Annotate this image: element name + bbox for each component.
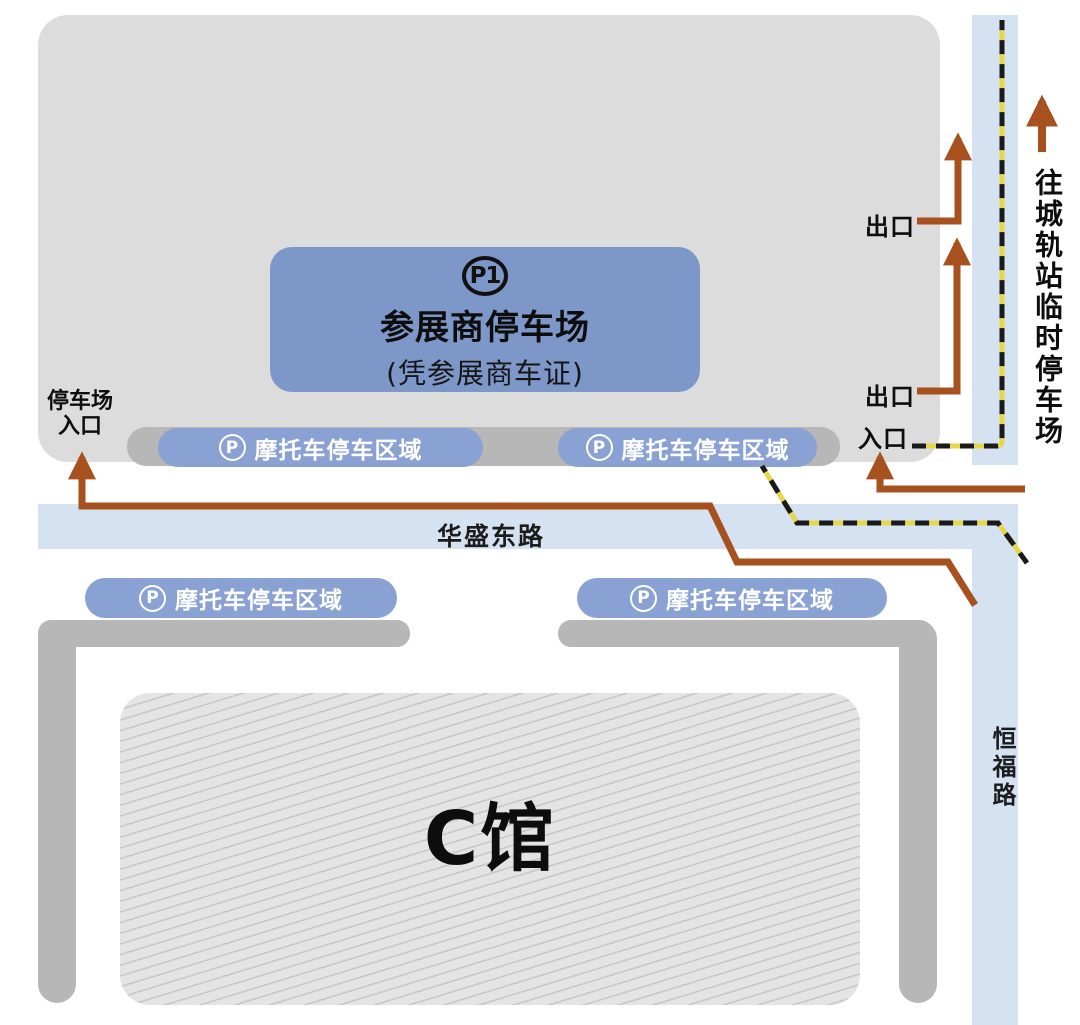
hengfu-road-south-segment	[972, 504, 1018, 1025]
lot-entrance-line1: 停车场	[46, 389, 113, 414]
hall-c-building: C馆	[120, 693, 860, 1005]
hengfu-road-north-segment	[972, 15, 1018, 465]
motorcycle-zone-pill-3: P 摩托车停车区域	[85, 578, 397, 618]
huasheng-east-road-label: 华盛东路	[437, 522, 546, 551]
motorcycle-zone-label: 摩托车停车区域	[254, 437, 423, 464]
hall-c-label: C馆	[423, 795, 557, 882]
hall-c-wall-left	[38, 620, 76, 1003]
rail-lot-note: 往城轨站临时停车场	[1031, 168, 1064, 447]
motorcycle-zone-pill-2: P 摩托车停车区域	[558, 428, 817, 467]
hall-c-wall-right	[899, 620, 937, 1003]
hall-c-wall-top-left	[38, 620, 410, 647]
exhibitor-lot-subtitle: (凭参展商车证)	[386, 357, 584, 390]
entrance-label: 入口	[858, 425, 908, 453]
lot-entrance-label: 停车场 入口	[40, 389, 120, 439]
parking-icon-letter: P	[225, 437, 239, 458]
exit-label-top: 出口	[865, 213, 915, 241]
parking-icon: P	[585, 434, 613, 461]
motorcycle-zone-label: 摩托车停车区域	[175, 588, 343, 614]
parking-icon-letter: P	[637, 588, 650, 608]
p1-badge-text: P1	[469, 263, 502, 289]
parking-icon: P	[630, 584, 657, 612]
motorcycle-zone-label: 摩托车停车区域	[666, 588, 834, 614]
hall-c-wall-top-right	[558, 620, 933, 647]
exhibitor-parking-area	[38, 15, 940, 462]
exit-label-lower: 出口	[865, 383, 915, 411]
motorcycle-zone-pill-4: P 摩托车停车区域	[577, 578, 887, 618]
parking-icon: P	[139, 584, 166, 612]
exhibitor-lot-title: 参展商停车场	[380, 308, 590, 348]
exhibitor-lot-box: P1 参展商停车场 (凭参展商车证)	[270, 247, 700, 392]
parking-icon-letter: P	[146, 588, 159, 608]
motorcycle-zone-pill-1: P 摩托车停车区域	[158, 428, 483, 467]
parking-icon-letter: P	[592, 437, 606, 458]
lot-entrance-line2: 入口	[57, 414, 102, 439]
hengfu-road-label: 恒福路	[988, 726, 1016, 810]
motorcycle-zone-label: 摩托车停车区域	[621, 437, 790, 464]
p1-parking-icon: P1	[462, 256, 508, 296]
parking-icon: P	[218, 434, 246, 461]
